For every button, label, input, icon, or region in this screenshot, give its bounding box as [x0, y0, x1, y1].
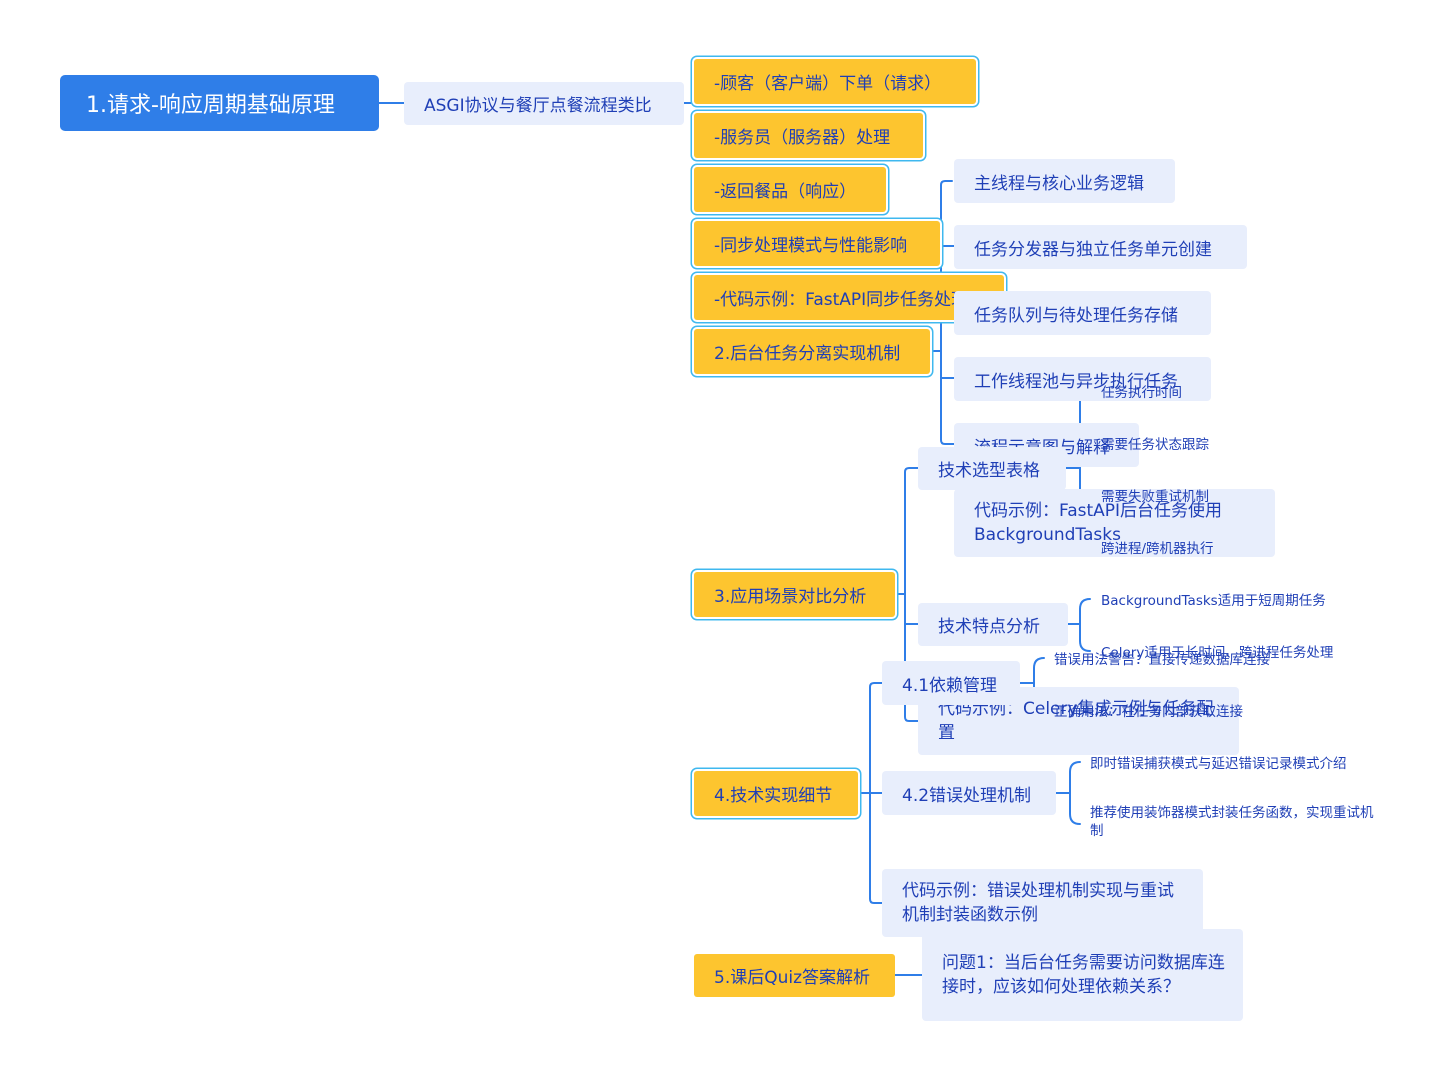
branch-scenario-compare[interactable]: 3.应用场景对比分析: [694, 572, 895, 617]
leaf-error-modes[interactable]: 即时错误捕获模式与延迟错误记录模式介绍: [1090, 756, 1347, 772]
quiz-question-1-topic[interactable]: 问题1：当后台任务需要访问数据库连接时，应该如何处理依赖关系？: [922, 929, 1243, 1021]
branch-waiter-process[interactable]: -服务员（服务器）处理: [694, 113, 923, 158]
code-error-handling-topic[interactable]: 代码示例：错误处理机制实现与重试机制封装函数示例: [882, 869, 1203, 937]
leaf-dep-wrong-usage[interactable]: 错误用法警告：直接传递数据库连接: [1054, 652, 1270, 668]
error-handling-topic[interactable]: 4.2错误处理机制: [882, 771, 1056, 815]
branch-code-sync[interactable]: -代码示例：FastAPI同步任务处理: [694, 275, 1004, 320]
branch-customer-order[interactable]: -顾客（客户端）下单（请求）: [694, 59, 976, 104]
asgi-analogy-topic[interactable]: ASGI协议与餐厅点餐流程类比: [404, 82, 684, 125]
code-background-tasks-topic[interactable]: 代码示例：FastAPI后台任务使用BackgroundTasks: [954, 489, 1275, 557]
dispatcher-topic[interactable]: 任务分发器与独立任务单元创建: [954, 225, 1247, 269]
leaf-task-exec-time[interactable]: 任务执行时间: [1101, 385, 1182, 401]
leaf-dep-correct-usage[interactable]: 正确用法：在任务内部获取连接: [1054, 704, 1243, 720]
leaf-decorator-retry[interactable]: 推荐使用装饰器模式封装任务函数，实现重试机制: [1090, 805, 1374, 839]
branch-tech-details[interactable]: 4.技术实现细节: [694, 771, 858, 816]
leaf-status-tracking[interactable]: 需要任务状态跟踪: [1101, 437, 1209, 453]
branch-background-tasks[interactable]: 2.后台任务分离实现机制: [694, 329, 930, 374]
branch-quiz[interactable]: 5.课后Quiz答案解析: [694, 954, 895, 997]
leaf-bgtasks-short[interactable]: BackgroundTasks适用于短周期任务: [1101, 593, 1326, 609]
main-thread-topic[interactable]: 主线程与核心业务逻辑: [954, 159, 1175, 203]
leaf-celery-long[interactable]: Celery适用于长时间、跨进程任务处理: [1101, 645, 1334, 661]
leaf-retry[interactable]: 需要失败重试机制: [1101, 489, 1209, 505]
worker-pool-topic[interactable]: 工作线程池与异步执行任务: [954, 357, 1211, 401]
dependency-management-topic[interactable]: 4.1依赖管理: [882, 661, 1020, 705]
branch-sync-mode[interactable]: -同步处理模式与性能影响: [694, 221, 940, 266]
task-queue-topic[interactable]: 任务队列与待处理任务存储: [954, 291, 1211, 335]
branch-return-dish[interactable]: -返回餐品（响应）: [694, 167, 886, 212]
root-topic[interactable]: 1.请求-响应周期基础原理: [60, 75, 379, 131]
leaf-cross-process[interactable]: 跨进程/跨机器执行: [1101, 541, 1214, 557]
tech-selection-table-topic[interactable]: 技术选型表格: [918, 447, 1066, 490]
tech-features-topic[interactable]: 技术特点分析: [918, 603, 1068, 646]
